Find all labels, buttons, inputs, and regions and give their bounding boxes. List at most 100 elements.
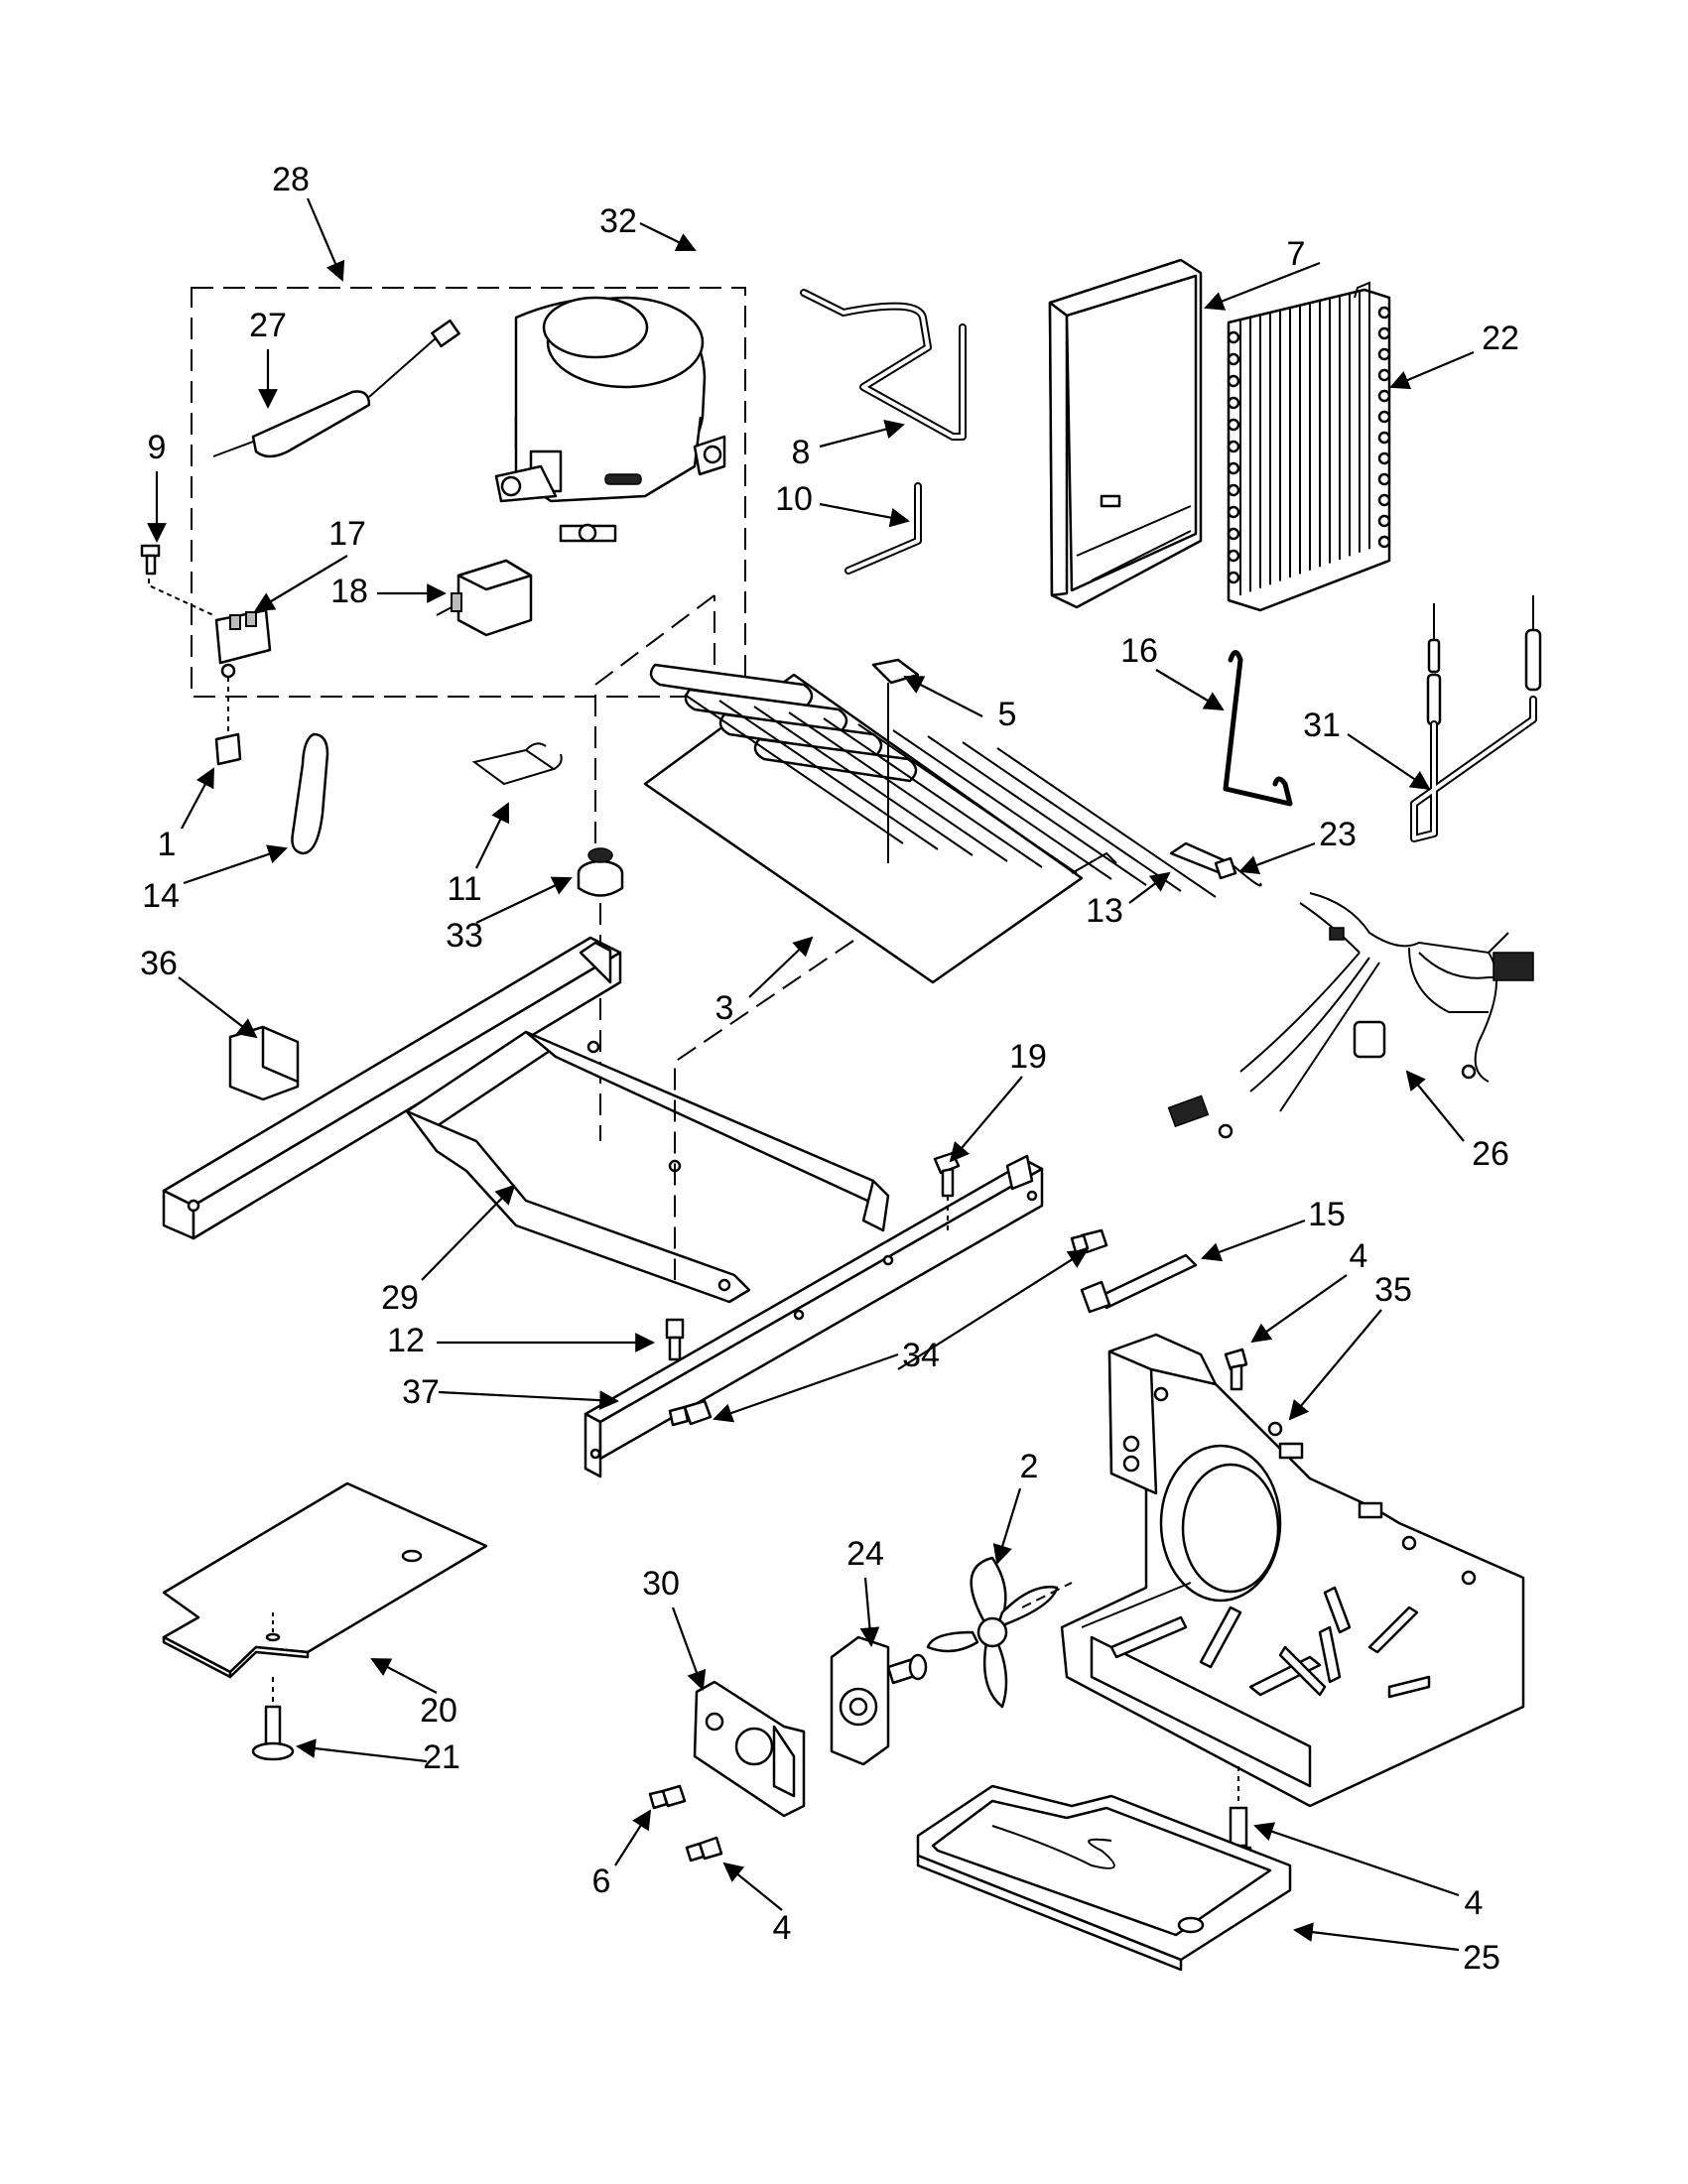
callout-leaders (147, 197, 1475, 1952)
screw-12-illustration (665, 1318, 685, 1361)
leader-arrow (819, 502, 910, 528)
leader-arrow (438, 1390, 619, 1410)
leader-arrow (183, 844, 288, 885)
callout-24: 24 (846, 1535, 884, 1573)
callout-34: 34 (902, 1337, 940, 1374)
leader-arrow (897, 1248, 1089, 1370)
leveling-leg-21-illustration (251, 1677, 295, 1761)
screw-34a-illustration (1070, 1228, 1108, 1254)
callout-35: 35 (1374, 1271, 1412, 1309)
leader-arrow (748, 936, 814, 998)
screw-6-illustration (648, 1784, 687, 1810)
clip-16-illustration (1223, 650, 1293, 807)
leader-arrow (181, 767, 214, 830)
overload-illustration (214, 608, 272, 679)
fan-bracket-35-illustration (1060, 1333, 1525, 1808)
callout-36: 36 (140, 945, 178, 982)
leader-arrow (949, 1076, 1023, 1163)
callout-2: 2 (1020, 1448, 1039, 1485)
callout-22: 22 (1482, 320, 1519, 357)
callout-29: 29 (381, 1279, 419, 1317)
callout-9: 9 (148, 429, 167, 466)
callout-14: 14 (142, 877, 180, 915)
leader-arrow (903, 676, 983, 717)
leader-arrow (421, 1184, 516, 1281)
leader-arrow (614, 1809, 652, 1866)
clip-11-illustration (471, 742, 563, 786)
callout-4: 4 (1465, 1884, 1484, 1922)
callout-26: 26 (1472, 1135, 1509, 1173)
callout-37: 37 (402, 1373, 440, 1411)
condenser-22-illustration (1227, 281, 1391, 612)
motor-bracket-30-illustration (693, 1680, 806, 1818)
screw-34b-illustration (668, 1399, 713, 1427)
heat-exchanger-31-illustration (1410, 595, 1542, 842)
leader-arrow (819, 419, 905, 449)
callout-13: 13 (1086, 892, 1123, 930)
callout-32: 32 (599, 202, 637, 240)
mount-33-illustration (577, 847, 624, 897)
leader-arrow (370, 1658, 438, 1694)
leader-arrow (296, 1738, 428, 1763)
callout-4: 4 (1350, 1237, 1368, 1275)
callout-25: 25 (1463, 1939, 1500, 1977)
callout-27: 27 (249, 307, 287, 344)
callout-11: 11 (447, 870, 481, 908)
evaporator-3-illustration (643, 658, 1217, 984)
callout-19: 19 (1009, 1038, 1047, 1076)
leader-arrow (1128, 871, 1171, 904)
leader-arrow (1155, 669, 1225, 711)
callout-12: 12 (387, 1322, 425, 1359)
callout-1: 1 (158, 826, 177, 863)
callout-6: 6 (592, 1863, 611, 1900)
screw-9-illustration (140, 544, 161, 576)
callout-20: 20 (420, 1692, 457, 1730)
callout-4: 4 (773, 1909, 792, 1947)
callout-7: 7 (1287, 235, 1306, 273)
leader-arrow (1253, 1822, 1460, 1897)
leader-arrow (722, 1862, 783, 1911)
leader-arrow (1250, 1274, 1348, 1344)
relay-illustration (436, 559, 533, 637)
callout-30: 30 (642, 1565, 680, 1603)
leader-arrow (178, 976, 258, 1039)
compressor-illustration (494, 296, 726, 543)
leader-arrow (1238, 841, 1316, 875)
leader-arrow (992, 1487, 1022, 1565)
tube-10-illustration (844, 482, 922, 575)
callout-17: 17 (328, 515, 366, 553)
wire-harness-26-illustration (1167, 892, 1534, 1139)
leader-arrow (1347, 733, 1431, 791)
compressor-assembly-box (191, 287, 746, 698)
callout-21: 21 (423, 1738, 460, 1776)
drain-pan-25-illustration (916, 1784, 1292, 1972)
leader-arrow (475, 802, 510, 869)
shroud-7-illustration (1048, 258, 1203, 609)
hose-illustration (291, 732, 329, 855)
callout-3: 3 (715, 989, 734, 1027)
leader-arrow (1288, 1309, 1382, 1421)
tube-8-illustration (800, 289, 967, 441)
callout-18: 18 (330, 573, 368, 610)
bracket-36-illustration (228, 1025, 300, 1101)
leader-arrow (1201, 1219, 1306, 1262)
callout-15: 15 (1308, 1196, 1346, 1233)
screw-4-left-illustration (685, 1836, 723, 1863)
filter-drier-illustration (212, 319, 460, 458)
leader-arrow (713, 1352, 899, 1423)
callout-16: 16 (1120, 632, 1158, 670)
leader-arrow (306, 197, 345, 282)
grommet-1-illustration (214, 677, 242, 766)
callout-31: 31 (1303, 707, 1341, 744)
leader-arrow (1405, 1070, 1465, 1142)
rail-37-illustration (584, 1154, 1044, 1478)
callout-10: 10 (775, 480, 813, 518)
leader-arrow (1204, 261, 1321, 311)
callout-28: 28 (272, 161, 310, 198)
leader-arrow (1293, 1922, 1460, 1952)
leader-arrow (639, 222, 697, 252)
callout-33: 33 (446, 917, 483, 955)
fan-motor-24-illustration (830, 1635, 928, 1766)
pad-20-illustration (162, 1481, 488, 1679)
